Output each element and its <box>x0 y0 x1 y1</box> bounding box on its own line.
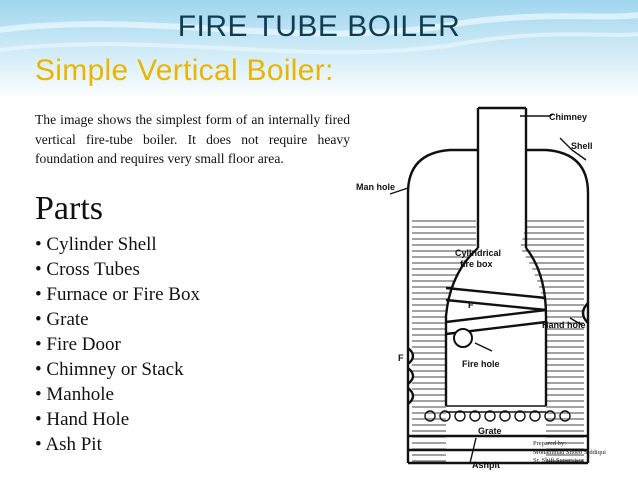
credit-block: Prepared by: Mohammad Shoeb Siddiqui Sr.… <box>533 440 638 466</box>
label-f-upper: F <box>468 300 474 310</box>
slide-subtitle: Simple Vertical Boiler: <box>35 54 334 87</box>
label-grate: Grate <box>478 426 502 436</box>
label-man-hole: Man hole <box>356 182 395 192</box>
label-hand-hole: Hand hole <box>542 320 586 330</box>
list-item: • Hand Hole <box>35 409 130 430</box>
water-right <box>520 218 584 463</box>
label-chimney: Chimney <box>549 112 587 122</box>
label-fire-box: fire box <box>460 259 493 269</box>
list-item: • Cylinder Shell <box>35 234 157 255</box>
list-item: • Cross Tubes <box>35 259 140 280</box>
list-item: • Furnace or Fire Box <box>35 284 200 305</box>
label-f-left: F <box>398 353 404 363</box>
fire-box <box>444 247 548 406</box>
chimney <box>476 106 528 248</box>
parts-heading: Parts <box>35 190 103 227</box>
credit-line: Mohammad Shoeb Siddiqui <box>533 448 606 456</box>
credit-line: Prepared by: <box>533 440 567 447</box>
list-item: • Ash Pit <box>35 434 102 455</box>
list-item: • Chimney or Stack <box>35 359 184 380</box>
list-item: • Fire Door <box>35 334 121 355</box>
parts-list: • Cylinder Shell • Cross Tubes • Furnace… <box>35 232 200 457</box>
label-shell: Shell <box>571 141 593 151</box>
label-ashpit: Ashpit <box>472 460 500 470</box>
cross-tube-upper <box>445 286 547 312</box>
label-fire-hole: Fire hole <box>462 359 500 369</box>
credit-line: Sr. Shift Supervisor <box>533 457 585 464</box>
label-cylindrical: Cylindrical <box>455 248 501 258</box>
water-left <box>412 218 476 463</box>
header-background <box>0 0 638 100</box>
list-item: • Manhole <box>35 384 114 405</box>
fire-hole <box>453 328 473 348</box>
slide-title: FIRE TUBE BOILER <box>177 10 461 43</box>
boiler-diagram: Chimney Shell Man hole Cylindrical fire … <box>356 106 593 470</box>
shell-outline <box>406 148 590 463</box>
list-item: • Grate <box>35 309 89 330</box>
intro-paragraph: The image shows the simplest form of an … <box>35 112 350 166</box>
